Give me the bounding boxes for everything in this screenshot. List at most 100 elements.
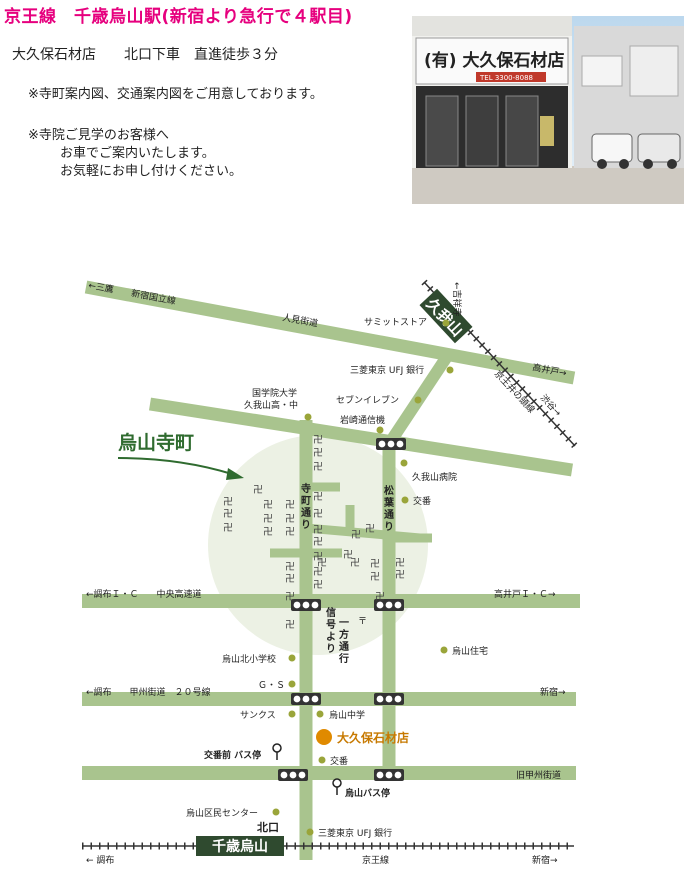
gs-label: Ｇ・Ｓ: [258, 681, 285, 691]
iwasaki-label: 岩崎通信機: [340, 414, 385, 426]
temple-icon: 卍: [285, 561, 295, 573]
store-location-marker[interactable]: [316, 729, 332, 745]
traffic-signal-koshu-e: [374, 693, 404, 705]
area-pointer-arrow: [117, 457, 233, 475]
ninmi-left-label: ←三鷹 新宿国立線: [87, 279, 176, 307]
teramachi-dori-label: 寺町通り: [301, 482, 311, 531]
koshu-right-label: 新宿→: [540, 686, 566, 698]
temple-icon: 卍: [263, 526, 273, 538]
temple-icon: 卍: [223, 496, 233, 508]
temple-icon: 卍: [263, 499, 273, 511]
temple-icon: 卍: [285, 573, 295, 585]
store-photo: (有) 大久保石材店 TEL 3300-8088: [412, 16, 684, 204]
temple-icon: 卍: [313, 434, 323, 446]
temple-icon: 卍: [313, 524, 323, 536]
landmarks: サミットストア 三菱東京 UFJ 銀行 国学院大学 久我山高・中 セブンイレブン…: [186, 317, 488, 839]
traffic-signal-old-e: [374, 769, 404, 781]
kugayama-hospital-label: 久我山病院: [412, 471, 457, 483]
summit-label: サミットストア: [364, 317, 427, 328]
page-title: 京王線 千歳烏山駅(新宿より急行で４駅目): [4, 7, 353, 27]
temple-icon: 卍: [253, 484, 263, 496]
kugayama-road: [148, 397, 574, 477]
kugayama-station: 久我山: [419, 288, 473, 344]
shoan-dori-label: 松葉通り: [383, 484, 395, 533]
temple-icon: 卍: [263, 513, 273, 525]
seven-label: セブンイレブン: [336, 394, 399, 406]
summit-dot: [442, 319, 450, 327]
traffic-signal-iwasaki: [376, 438, 406, 450]
karasuyama-kita-sho-label: 烏山北小学校: [222, 653, 276, 665]
temple-icon: 卍: [375, 591, 385, 603]
temple-icon: 卍: [313, 551, 323, 563]
koban2-label: 交番: [330, 755, 348, 767]
kobanmae-bus-stop-icon: [272, 743, 282, 760]
koshu-left-label: ←調布 甲州街道 ２０号線: [86, 686, 211, 698]
temple-icon: 卍: [395, 569, 405, 581]
temple-note-line1: ※寺院ご見学のお客様へ: [28, 128, 169, 143]
sanks-label: サンクス: [240, 710, 276, 721]
traffic-signal-old-w: [278, 769, 308, 781]
temple-icon: 卍: [317, 557, 327, 569]
kokugakuin-label: 国学院大学: [252, 387, 297, 399]
post-office-mark: 〒: [358, 617, 367, 627]
chuo-left-label: ←調布Ｉ・Ｃ 中央高速道: [86, 588, 202, 600]
kitaguchi-label: 北口: [257, 820, 279, 834]
sanks-dot: [288, 710, 296, 718]
road-network: [82, 280, 580, 860]
temple-icon: 卍: [313, 461, 323, 473]
traffic-signal-koshu-w: [291, 693, 321, 705]
temple-icon: 卍: [285, 513, 295, 525]
traffic-signal-chuo-w: [291, 599, 321, 611]
chuo-right-label: 高井戸Ｉ・Ｃ→: [494, 588, 556, 600]
karasuyama-bus-stop-icon: [332, 778, 342, 795]
temple-icon: 卍: [223, 522, 233, 534]
guide-map-note: ※寺町案内図、交通案内図をご用意しております。: [28, 87, 323, 102]
traffic-signal-chuo-e: [374, 599, 404, 611]
inokashira-rail-ties: [421, 279, 578, 449]
temple-icon: 卍: [313, 579, 323, 591]
mufg2-label: 三菱東京 UFJ 銀行: [318, 827, 392, 839]
temple-note-line3: お気軽にお申し付けください。: [60, 164, 243, 179]
temple-icon: 卍: [350, 557, 360, 569]
old-koshu-label: 旧甲州街道: [516, 769, 561, 781]
teramachi-area-label: 烏山寺町: [118, 431, 194, 454]
temple-icon: 卍: [313, 491, 323, 503]
kobanmae-bus-label: 交番前 バス停: [204, 749, 261, 761]
store-sign-phone: TEL 3300-8088: [479, 74, 533, 82]
temple-icon: 卍: [223, 508, 233, 520]
temple-icon: 卍: [313, 508, 323, 520]
karasuyama-kita-sho-dot: [288, 654, 296, 662]
karasuyama-jutaku-label: 烏山住宅: [452, 645, 488, 657]
koban2-dot: [318, 756, 326, 764]
store-sign-text: (有) 大久保石材店: [424, 50, 564, 71]
seven-dot: [414, 396, 422, 404]
chitose-karasuyama-label: 千歳烏山: [212, 838, 268, 855]
temple-icon: 卍: [365, 523, 375, 535]
kokugakuin-dot: [304, 413, 312, 421]
temple-icon: 卍: [395, 557, 405, 569]
temple-icon: 卍: [285, 526, 295, 538]
store-location-label: 大久保石材店: [337, 730, 409, 745]
mufg1-label: 三菱東京 UFJ 銀行: [350, 364, 424, 376]
area-pointer-arrowhead: [226, 468, 244, 480]
iwasaki-dot: [376, 426, 384, 434]
temple-icon: 卍: [343, 549, 353, 561]
koban1-dot: [401, 496, 409, 504]
chitose-karasuyama-station: [196, 836, 284, 856]
keio-right-label: 新宿→: [532, 854, 558, 866]
kumin-center-dot: [272, 808, 280, 816]
store-photo-drawing: (有) 大久保石材店 TEL 3300-8088: [412, 16, 684, 204]
bus-stops: 交番前 バス停 烏山バス停: [204, 743, 390, 799]
temple-symbols: 卍卍卍卍卍卍卍卍卍卍卍卍卍卍卍卍卍卍卍卍卍卍卍卍卍卍卍卍卍卍卍卍卍卍: [223, 434, 405, 631]
temple-icon: 卍: [285, 619, 295, 631]
karasuyama-jutaku-dot: [440, 646, 448, 654]
gs-dot: [288, 680, 296, 688]
temple-icon: 卍: [370, 558, 380, 570]
kichijoji-label: ←吉祥寺: [451, 282, 463, 317]
temple-icon: 卍: [351, 529, 361, 541]
karasuyama-chu-dot: [316, 710, 324, 718]
store-access-line: 大久保石材店 北口下車 直進徒歩３分: [12, 47, 278, 63]
kugayama-hospital-dot: [400, 459, 408, 467]
temple-icon: 卍: [313, 447, 323, 459]
